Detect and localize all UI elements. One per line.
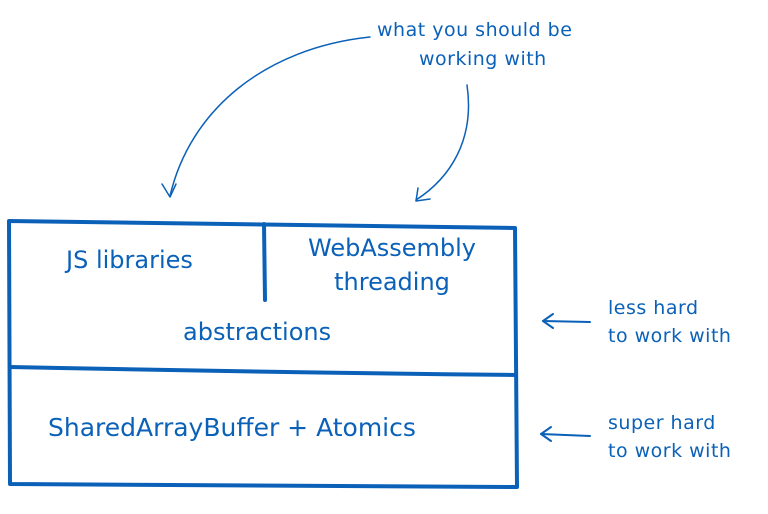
arrow-less-hard [542, 320, 591, 323]
label-js-libraries: JS libraries [66, 246, 193, 274]
stack-divider-vertical [262, 222, 267, 302]
note-less-hard-line-2: to work with [608, 325, 732, 347]
arrowhead-js-libraries [161, 183, 177, 198]
note-less-hard-line-1: less hard [608, 297, 699, 319]
label-webassembly: WebAssembly [308, 234, 476, 262]
label-abstractions: abstractions [183, 318, 332, 346]
arrowhead-less-hard [542, 313, 554, 329]
label-primitives: SharedArrayBuffer + Atomics [48, 413, 416, 442]
arrow-to-webassembly [415, 84, 470, 201]
arrowhead-super-hard [540, 426, 552, 442]
note-super-hard-line-2: to work with [608, 440, 732, 462]
annotation-top-line-1: what you should be [377, 19, 573, 41]
stack-outer-box [7, 219, 519, 489]
arrow-super-hard [540, 433, 591, 437]
arrowhead-webassembly [415, 187, 431, 202]
annotation-top-line-2: working with [419, 48, 547, 70]
arrow-to-js-libraries [169, 36, 371, 197]
stack-divider-horizontal [8, 365, 518, 377]
label-threading: threading [334, 268, 450, 296]
note-super-hard-line-1: super hard [608, 412, 716, 434]
